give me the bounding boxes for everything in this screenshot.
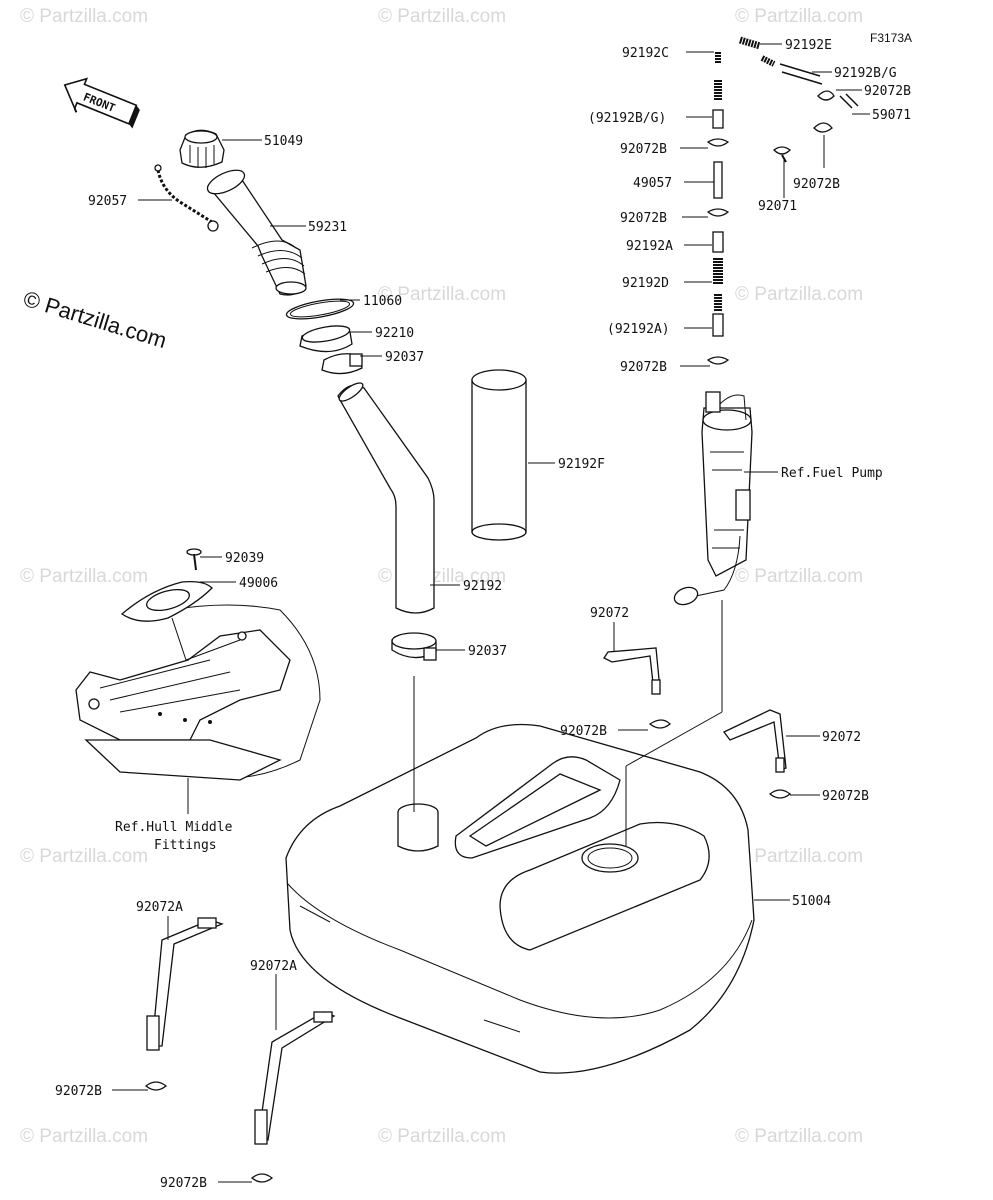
- hose-clamp-part: [321, 353, 363, 375]
- fuel-line-parts: [706, 36, 859, 365]
- callout-92072b: 92072B: [160, 1176, 207, 1191]
- callout-92072: 92072: [822, 730, 861, 745]
- clip-part: [186, 548, 202, 571]
- callout-51004: 51004: [792, 894, 831, 909]
- callout-92192bg: 92192B/G: [834, 66, 897, 81]
- callout-92072b: 92072B: [793, 177, 840, 192]
- watermark: © Partzilla.com: [378, 284, 506, 305]
- strap-part: [254, 1011, 336, 1145]
- figure-code: F3173A: [870, 31, 912, 45]
- leader-lines: [112, 43, 870, 1183]
- strap-part: [146, 917, 224, 1051]
- callout-92192d: 92192D: [622, 276, 669, 291]
- watermark: © Partzilla.com: [20, 6, 148, 27]
- callout-92072a: 92072A: [136, 900, 183, 915]
- callout-92072b: 92072B: [864, 84, 911, 99]
- gasket-part: [285, 298, 355, 320]
- callout-92192f: 92192F: [558, 457, 605, 472]
- callout-92037: 92037: [385, 350, 424, 365]
- callout-92057: 92057: [88, 194, 127, 209]
- strap-part: [603, 647, 661, 695]
- protective-sleeve-part: [471, 369, 527, 541]
- callout-51049: 51049: [264, 134, 303, 149]
- cap-tether-part: [154, 164, 219, 232]
- watermark: © Partzilla.com: [735, 284, 863, 305]
- callout-92072b: 92072B: [620, 142, 667, 157]
- watermark: © Partzilla.com: [20, 1126, 148, 1147]
- callout-59231: 59231: [308, 220, 347, 235]
- callout-labels: 51049 92057 59231 11060 92210 92037 9219…: [55, 38, 911, 1191]
- callout-92072b: 92072B: [560, 724, 607, 739]
- callout-92039: 92039: [225, 551, 264, 566]
- callout-59071: 59071: [872, 108, 911, 123]
- filler-neck-part: [206, 169, 307, 296]
- fuel-pump-part: [673, 391, 753, 606]
- callout-ref-fuel-pump: Ref.Fuel Pump: [781, 466, 883, 481]
- callout-92192c: 92192C: [622, 46, 669, 61]
- watermark: © Partzilla.com: [735, 6, 863, 27]
- callout-92071: 92071: [758, 199, 797, 214]
- callout-49006: 49006: [239, 576, 278, 591]
- watermark: © Partzilla.com: [735, 846, 863, 867]
- callout-92192a: 92192A: [626, 239, 673, 254]
- callout-92072: 92072: [590, 606, 629, 621]
- callout-92210: 92210: [375, 326, 414, 341]
- callout-92072a: 92072A: [250, 959, 297, 974]
- cover-plate-part: [120, 580, 213, 622]
- copyright-label: © Partzilla.com: [21, 286, 170, 353]
- callout-92037: 92037: [468, 644, 507, 659]
- strap-part: [723, 709, 787, 773]
- watermark: © Partzilla.com: [735, 566, 863, 587]
- callout-ref-hull-line1: Ref.Hull Middle: [115, 820, 233, 835]
- callout-92072b: 92072B: [620, 211, 667, 226]
- callout-92072b: 92072B: [620, 360, 667, 375]
- filler-cap-part: [179, 129, 225, 168]
- callout-92072b: 92072B: [55, 1084, 102, 1099]
- callout-92192: 92192: [463, 579, 502, 594]
- callout-11060: 11060: [363, 294, 402, 309]
- watermark: © Partzilla.com: [20, 846, 148, 867]
- watermark: © Partzilla.com: [378, 1126, 506, 1147]
- hose-clamp-part: [391, 632, 437, 661]
- callout-92192e: 92192E: [785, 38, 832, 53]
- watermark: © Partzilla.com: [20, 566, 148, 587]
- watermark: © Partzilla.com: [735, 1126, 863, 1147]
- fuel-tank-part: [285, 723, 755, 1074]
- clip-parts: [144, 719, 792, 1183]
- callout-92072b: 92072B: [822, 789, 869, 804]
- callout-92192a-ref: (92192A): [607, 322, 670, 337]
- watermark: © Partzilla.com: [378, 6, 506, 27]
- callout-92192bg-ref: (92192B/G): [588, 111, 666, 126]
- front-arrow-icon: FRONT: [63, 77, 140, 129]
- nut-part: [299, 325, 353, 353]
- callout-49057: 49057: [633, 176, 672, 191]
- callout-ref-hull-line2: Fittings: [154, 838, 217, 853]
- hull-fitting-part: [75, 604, 321, 781]
